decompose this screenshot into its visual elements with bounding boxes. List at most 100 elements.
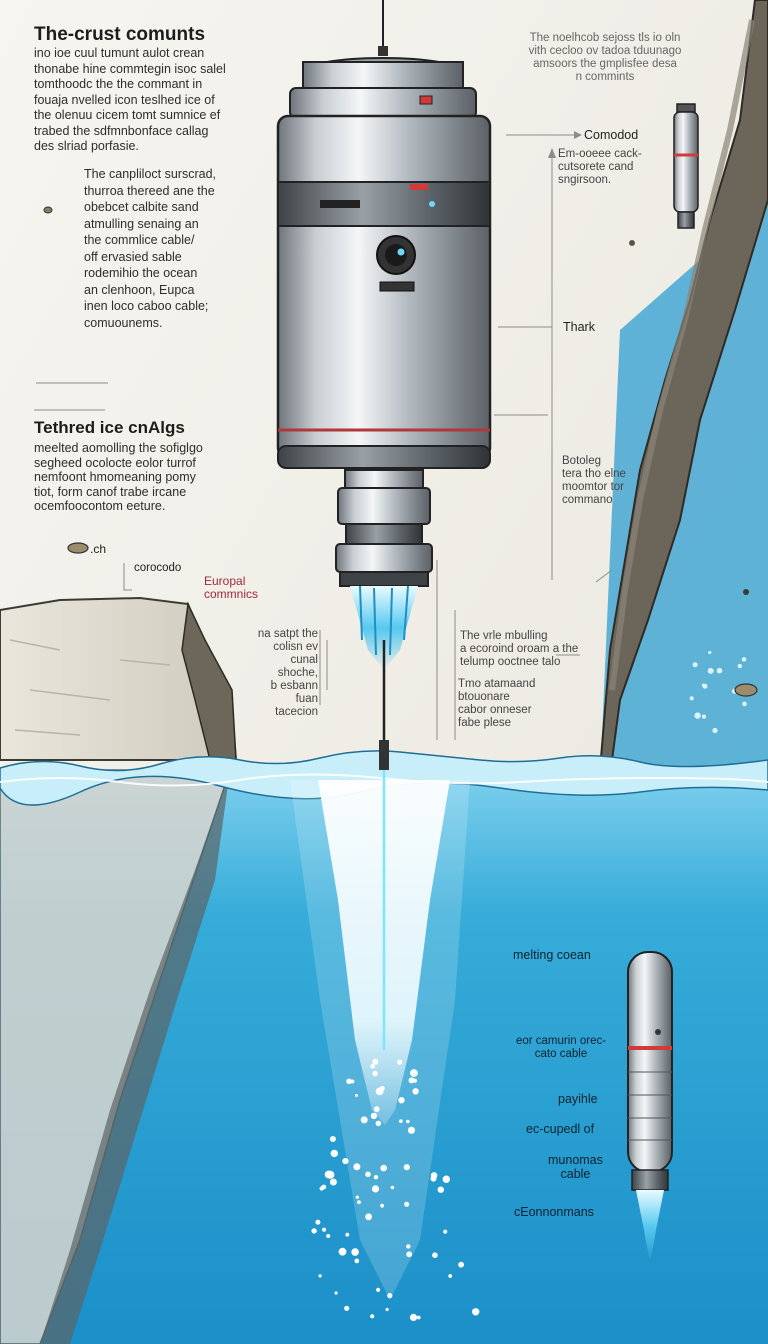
- bubble: [365, 1171, 371, 1178]
- bubble: [326, 1234, 331, 1238]
- bubble: [375, 1120, 382, 1127]
- pebble: [734, 683, 758, 697]
- bubble: [373, 1106, 380, 1113]
- bubble: [360, 1116, 368, 1124]
- underwater-ice-shadow: [40, 770, 230, 1344]
- right-header-note: The noelhcob sejoss tls io oln vith cecl…: [528, 32, 682, 83]
- tethered-title: Tethred ice cnAlgs: [34, 418, 185, 437]
- botoleg-label: Botoleg tera tho elne moomtor tor comman…: [562, 455, 626, 506]
- bubble: [344, 1305, 350, 1311]
- bubble: [321, 1184, 327, 1190]
- mini-probe-upper: [673, 103, 699, 229]
- bubble: [350, 1079, 355, 1084]
- bubble: [692, 662, 698, 668]
- ch-label: .ch: [90, 542, 107, 556]
- bubble: [432, 1252, 438, 1258]
- pebble: [67, 542, 89, 554]
- left-note: na satpt the colisn ev cunal shoche, b e…: [257, 628, 318, 718]
- bubble: [412, 1088, 419, 1095]
- bubble: [398, 1119, 403, 1123]
- bubble: [406, 1244, 411, 1249]
- bubble: [334, 1291, 338, 1295]
- bubble: [376, 1287, 381, 1292]
- mini-probe-lower: [627, 951, 673, 1264]
- bubble: [380, 1164, 388, 1172]
- bubble: [355, 1094, 358, 1097]
- bubble: [355, 1195, 359, 1199]
- bubble-cluster: [311, 650, 747, 1321]
- bubble: [338, 1247, 347, 1256]
- bubble: [458, 1261, 464, 1268]
- bubble: [372, 1058, 379, 1065]
- arrow-right: [574, 131, 582, 139]
- bubble: [354, 1258, 360, 1264]
- bubble: [346, 1078, 352, 1085]
- bubble: [315, 1219, 321, 1225]
- bubble: [406, 1251, 413, 1258]
- bubble: [701, 714, 707, 719]
- payhle-label: payihle: [558, 1092, 598, 1106]
- arrow-up: [548, 148, 556, 158]
- bubble: [351, 1248, 359, 1256]
- comodod-note: Em-ooeee cack- cutsorete cand sngirsoon.: [558, 148, 642, 186]
- bubble: [353, 1163, 361, 1171]
- bubble: [430, 1172, 438, 1179]
- bubble: [390, 1185, 395, 1190]
- bubble: [373, 1175, 379, 1180]
- bubble: [387, 1293, 393, 1299]
- bubble: [708, 650, 712, 655]
- melting-ocean-label: melting coean: [513, 948, 591, 962]
- middle-paragraph: The canpliloct surscrad, thurroa thereed…: [84, 167, 217, 330]
- bubble: [689, 696, 694, 701]
- corocodo-label: corocodo: [134, 562, 182, 574]
- bubble: [404, 1201, 410, 1207]
- bubble: [370, 1112, 378, 1120]
- bubble: [701, 683, 706, 687]
- melt-glow: [290, 780, 470, 1300]
- surface-foam: [0, 773, 768, 787]
- bubble: [443, 1229, 448, 1234]
- bubble: [311, 1228, 317, 1234]
- bubble: [324, 1170, 333, 1179]
- bubble: [318, 1274, 322, 1278]
- bubble: [410, 1069, 418, 1077]
- tether-connector: [379, 740, 389, 770]
- bubble: [379, 1085, 385, 1091]
- pebble: [743, 589, 749, 595]
- cable-label: eor camurin orec- cato cable: [515, 1035, 607, 1060]
- bubble: [448, 1274, 453, 1278]
- pebble: [43, 206, 53, 214]
- right-cliff-highlight: [609, 19, 755, 691]
- bubble: [397, 1059, 403, 1065]
- leader-lines: [34, 134, 613, 740]
- bubble: [370, 1063, 376, 1069]
- tether-clamp: [378, 46, 388, 56]
- cecon-label: cEonnonmans: [514, 1205, 594, 1219]
- munomas-label: munomas cable: [548, 1153, 603, 1181]
- bubble: [322, 1227, 327, 1232]
- bubble: [371, 1185, 380, 1193]
- ice-cracks: [9, 639, 171, 736]
- tethered-paragraph: meelted aomolling the sofiglgo segheed o…: [34, 441, 203, 513]
- bubble: [398, 1097, 405, 1104]
- bubble: [357, 1200, 361, 1205]
- right-note: The vrle mbulling a ecoroind oroam a the…: [460, 630, 579, 668]
- bubble: [403, 1164, 410, 1171]
- bubble: [416, 1315, 421, 1320]
- bubble: [342, 1158, 349, 1165]
- bubble: [329, 1136, 336, 1142]
- bubble: [329, 1178, 337, 1186]
- bubble: [737, 663, 742, 669]
- bubble: [407, 1126, 416, 1134]
- bubble: [707, 667, 714, 674]
- right-note-2: Tmo atamaand btouonare cabor onneser fab…: [458, 678, 536, 729]
- bubble: [345, 1232, 350, 1237]
- bubble: [406, 1119, 410, 1124]
- ecc-label: ec-cupedl of: [526, 1122, 595, 1136]
- bubble: [712, 727, 718, 734]
- bubble: [442, 1175, 450, 1183]
- europa-label: Europal commnics: [204, 574, 259, 601]
- probe-jets: [350, 585, 418, 670]
- bubble: [408, 1077, 415, 1084]
